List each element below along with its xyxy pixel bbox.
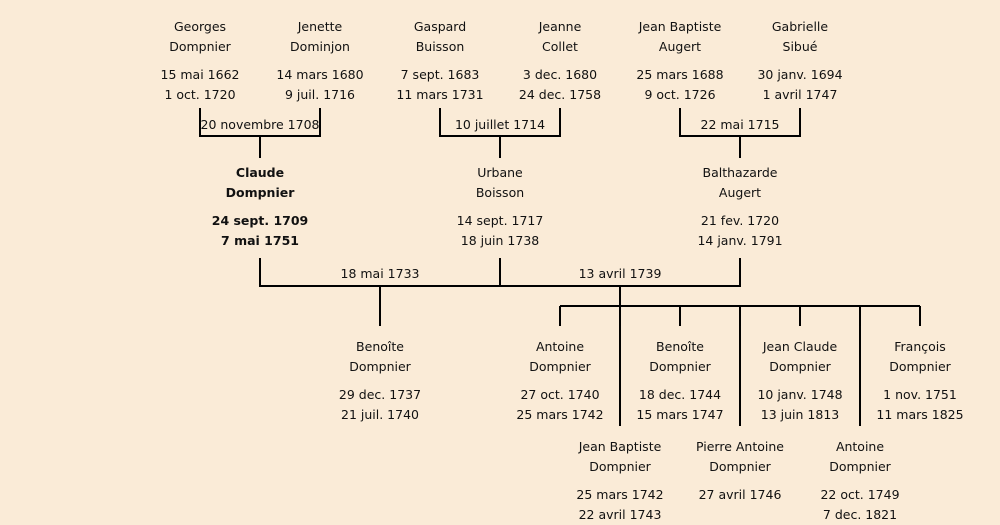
grandparent-2-first: Gaspard — [413, 19, 467, 34]
grandparent-2-death: 11 mars 1731 — [396, 87, 484, 102]
grandparent-4-last: Augert — [658, 39, 702, 54]
child-2-0-first: Antoine — [535, 339, 585, 354]
child-2-4-first: Jean Claude — [762, 339, 838, 354]
connector-parents — [259, 258, 741, 287]
grandparent-0-death: 1 oct. 1720 — [164, 87, 236, 102]
parent-1-last: Boisson — [475, 185, 525, 200]
grandparent-5-birth: 30 janv. 1694 — [757, 67, 843, 82]
parent-2-death: 14 janv. 1791 — [697, 233, 783, 248]
parent-0-first: Claude — [235, 165, 285, 180]
grandparent-1-death: 9 juil. 1716 — [284, 87, 356, 102]
child-2-2-birth: 18 dec. 1744 — [638, 387, 722, 402]
child-2-0-last: Dompnier — [529, 359, 591, 374]
grandparent-2-birth: 7 sept. 1683 — [400, 67, 480, 82]
child-2-3-first: Pierre Antoine — [696, 439, 784, 454]
marriage-date-parents-2: 13 avril 1739 — [578, 266, 662, 281]
child-2-1-first: Jean Baptiste — [578, 439, 662, 454]
child-2-6-last: Dompnier — [889, 359, 951, 374]
parent-2-birth: 21 fev. 1720 — [700, 213, 780, 228]
parent-2-first: Balthazarde — [702, 165, 778, 180]
marriage-date-2: 22 mai 1715 — [700, 117, 780, 132]
parent-1-birth: 14 sept. 1717 — [456, 213, 544, 228]
grandparent-5-death: 1 avril 1747 — [762, 87, 838, 102]
child-1-0-birth: 29 dec. 1737 — [338, 387, 422, 402]
parent-0-last: Dompnier — [225, 185, 295, 200]
grandparent-1-first: Jenette — [297, 19, 343, 34]
child-2-2-death: 15 mars 1747 — [636, 407, 724, 422]
marriage-date-1: 10 juillet 1714 — [454, 117, 546, 132]
grandparent-1-last: Dominjon — [290, 39, 350, 54]
child-2-5-last: Dompnier — [829, 459, 891, 474]
child-2-4-death: 13 juin 1813 — [760, 407, 840, 422]
grandparent-3-last: Collet — [542, 39, 578, 54]
grandparent-5-last: Sibué — [782, 39, 818, 54]
grandparent-2-last: Buisson — [415, 39, 465, 54]
marriage-date-parents-1: 18 mai 1733 — [340, 266, 420, 281]
grandparent-4-first: Jean Baptiste — [638, 19, 722, 34]
grandparent-5-first: Gabrielle — [771, 19, 829, 34]
parent-0-birth: 24 sept. 1709 — [211, 213, 309, 228]
child-2-5-first: Antoine — [835, 439, 885, 454]
child-2-4-last: Dompnier — [769, 359, 831, 374]
grandparent-4-birth: 25 mars 1688 — [636, 67, 724, 82]
grandparent-1-birth: 14 mars 1680 — [276, 67, 364, 82]
child-2-0-birth: 27 oct. 1740 — [520, 387, 600, 402]
grandparent-3-first: Jeanne — [538, 19, 582, 34]
child-2-2-last: Dompnier — [649, 359, 711, 374]
child-2-6-death: 11 mars 1825 — [876, 407, 964, 422]
grandparent-0-birth: 15 mai 1662 — [160, 67, 240, 82]
child-2-1-birth: 25 mars 1742 — [576, 487, 664, 502]
child-2-6-birth: 1 nov. 1751 — [883, 387, 957, 402]
child-2-6-first: François — [894, 339, 946, 354]
parent-0-death: 7 mai 1751 — [221, 233, 299, 248]
child-2-3-birth: 27 avril 1746 — [698, 487, 782, 502]
grandparent-4-death: 9 oct. 1726 — [644, 87, 716, 102]
child-2-5-birth: 22 oct. 1749 — [820, 487, 900, 502]
child-1-0-last: Dompnier — [349, 359, 411, 374]
connector-georges-jenette — [199, 108, 321, 158]
connector-jeanbaptiste-gabrielle — [679, 108, 801, 158]
child-1-0-first: Benoîte — [356, 339, 404, 354]
child-2-0-death: 25 mars 1742 — [516, 407, 604, 422]
child-1-0-death: 21 juil. 1740 — [341, 407, 419, 422]
marriage-date-0: 20 novembre 1708 — [200, 117, 320, 132]
child-2-1-death: 22 avril 1743 — [578, 507, 662, 522]
connector-gaspard-jeanne — [439, 108, 561, 158]
child-2-2-first: Benoîte — [656, 339, 704, 354]
child-2-4-birth: 10 janv. 1748 — [757, 387, 843, 402]
grandparent-3-death: 24 dec. 1758 — [518, 87, 602, 102]
connector-children-second — [559, 286, 921, 426]
child-2-1-last: Dompnier — [589, 459, 651, 474]
grandparent-3-birth: 3 dec. 1680 — [522, 67, 598, 82]
grandparent-0-last: Dompnier — [169, 39, 231, 54]
child-2-5-death: 7 dec. 1821 — [822, 507, 898, 522]
parent-2-last: Augert — [718, 185, 762, 200]
child-2-3-last: Dompnier — [709, 459, 771, 474]
parent-1-death: 18 juin 1738 — [460, 233, 540, 248]
grandparent-0-first: Georges — [173, 19, 227, 34]
parent-1-first: Urbane — [477, 165, 523, 180]
